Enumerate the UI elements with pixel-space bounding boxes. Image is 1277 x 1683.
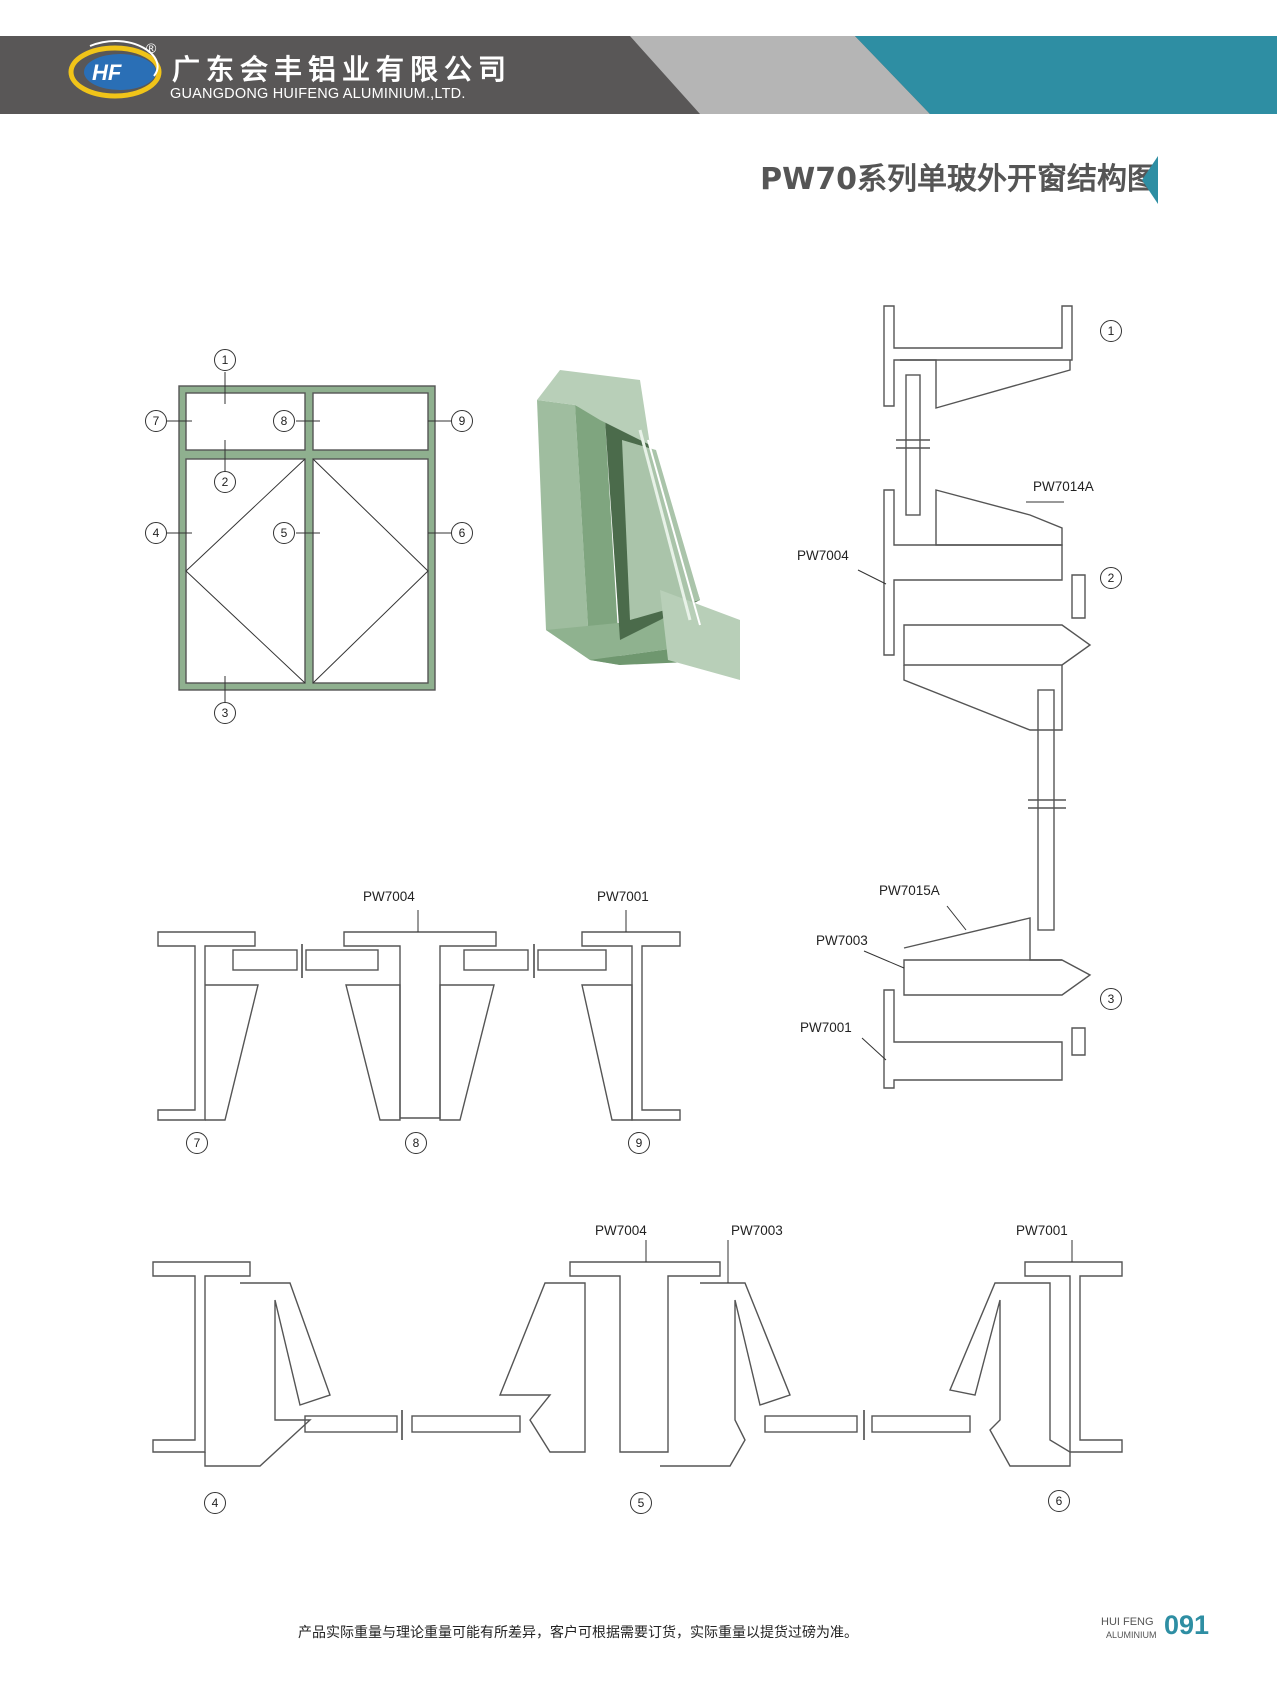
marker-8: 8 <box>273 410 295 432</box>
label-pw7003-bottom: PW7003 <box>731 1223 783 1238</box>
label-pw7001-mid: PW7001 <box>597 889 649 904</box>
marker-6: 6 <box>451 522 473 544</box>
page-number: 091 <box>1164 1610 1210 1640</box>
company-logo: HF <box>68 40 162 99</box>
section-marker-7: 7 <box>186 1132 208 1154</box>
footer-brand: HUI FENG <box>1101 1616 1154 1628</box>
label-pw7001-bottom: PW7001 <box>1016 1223 1068 1238</box>
company-name-cn: 广东会丰铝业有限公司 <box>172 53 513 86</box>
window-elevation <box>167 372 451 703</box>
label-pw7004-mid: PW7004 <box>363 889 415 904</box>
footer-brand-sub: ALUMINIUM <box>1106 1630 1157 1640</box>
svg-text:HF: HF <box>92 60 122 85</box>
marker-9: 9 <box>451 410 473 432</box>
label-pw7014a: PW7014A <box>1033 479 1094 494</box>
marker-3: 3 <box>214 702 236 724</box>
jamb-section <box>152 1240 1123 1467</box>
label-pw7004-bottom: PW7004 <box>595 1223 647 1238</box>
registered-mark: ® <box>146 40 157 56</box>
title-arrow-icon <box>1142 156 1158 204</box>
section-marker-4: 4 <box>204 1492 226 1514</box>
section-marker-1: 1 <box>1100 320 1122 342</box>
label-pw7003-right: PW7003 <box>816 933 868 948</box>
mullion-section <box>157 910 681 1121</box>
vertical-section <box>857 305 1092 1089</box>
label-pw7001-right: PW7001 <box>800 1020 852 1035</box>
header-banner-shapes <box>0 36 1277 114</box>
marker-4: 4 <box>145 522 167 544</box>
section-marker-5: 5 <box>630 1492 652 1514</box>
marker-2: 2 <box>214 471 236 493</box>
company-name-en: GUANGDONG HUIFENG ALUMINIUM.,LTD. <box>170 86 466 102</box>
page-title: PW70系列单玻外开窗结构图 <box>760 162 1157 197</box>
section-marker-2: 2 <box>1100 567 1122 589</box>
corner-profile-render <box>537 370 740 680</box>
marker-7: 7 <box>145 410 167 432</box>
section-marker-8: 8 <box>405 1132 427 1154</box>
marker-1: 1 <box>214 349 236 371</box>
footer-note: 产品实际重量与理论重量可能有所差异，客户可根据需要订货，实际重量以提货过磅为准。 <box>298 1625 858 1641</box>
section-marker-3: 3 <box>1100 988 1122 1010</box>
section-marker-6: 6 <box>1048 1490 1070 1512</box>
marker-5: 5 <box>273 522 295 544</box>
section-marker-9: 9 <box>628 1132 650 1154</box>
label-pw7015a: PW7015A <box>879 883 940 898</box>
header-banner <box>0 36 1277 114</box>
label-pw7004-right: PW7004 <box>797 548 849 563</box>
